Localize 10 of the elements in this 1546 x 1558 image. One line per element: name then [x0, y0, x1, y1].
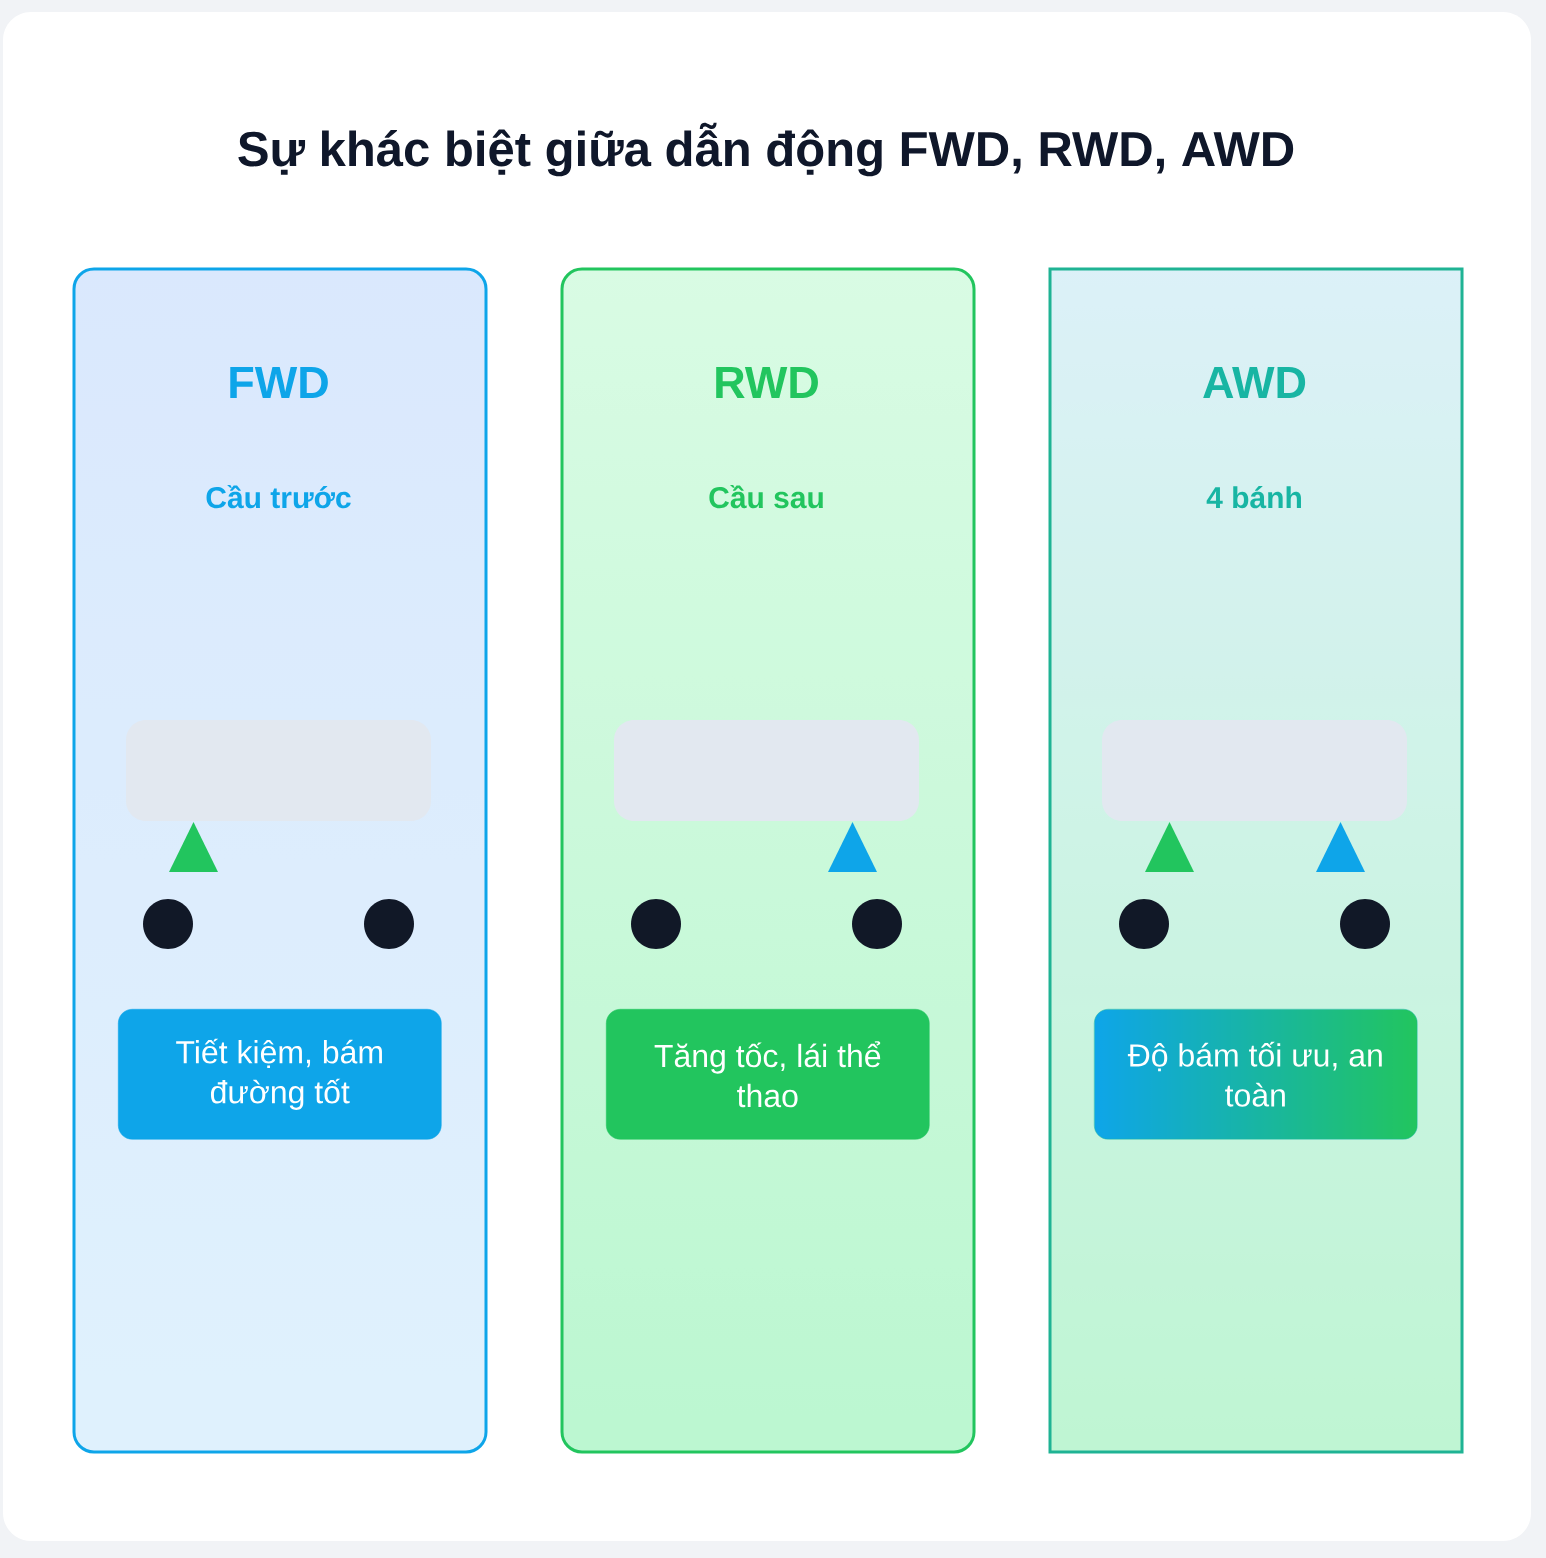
heading: FWD: [230, 367, 328, 398]
heading: RWD: [716, 367, 818, 398]
subheading: Cầu sau: [709, 484, 823, 509]
title: Sự khác biệt giữa dẫn động FWD, RWD, AWD: [238, 122, 1294, 177]
subheading: Cầu trước: [206, 484, 351, 509]
heading: AWD: [1203, 367, 1306, 398]
subheading: 4 bánh: [1206, 486, 1301, 509]
feature-box: Tăng tốc, lái thể thao: [606, 1009, 930, 1140]
feature-box: Tiết kiệm, bám đường tốt: [118, 1009, 442, 1140]
feature-box: Độ bám tối ưu, an toàn: [1094, 1009, 1418, 1140]
